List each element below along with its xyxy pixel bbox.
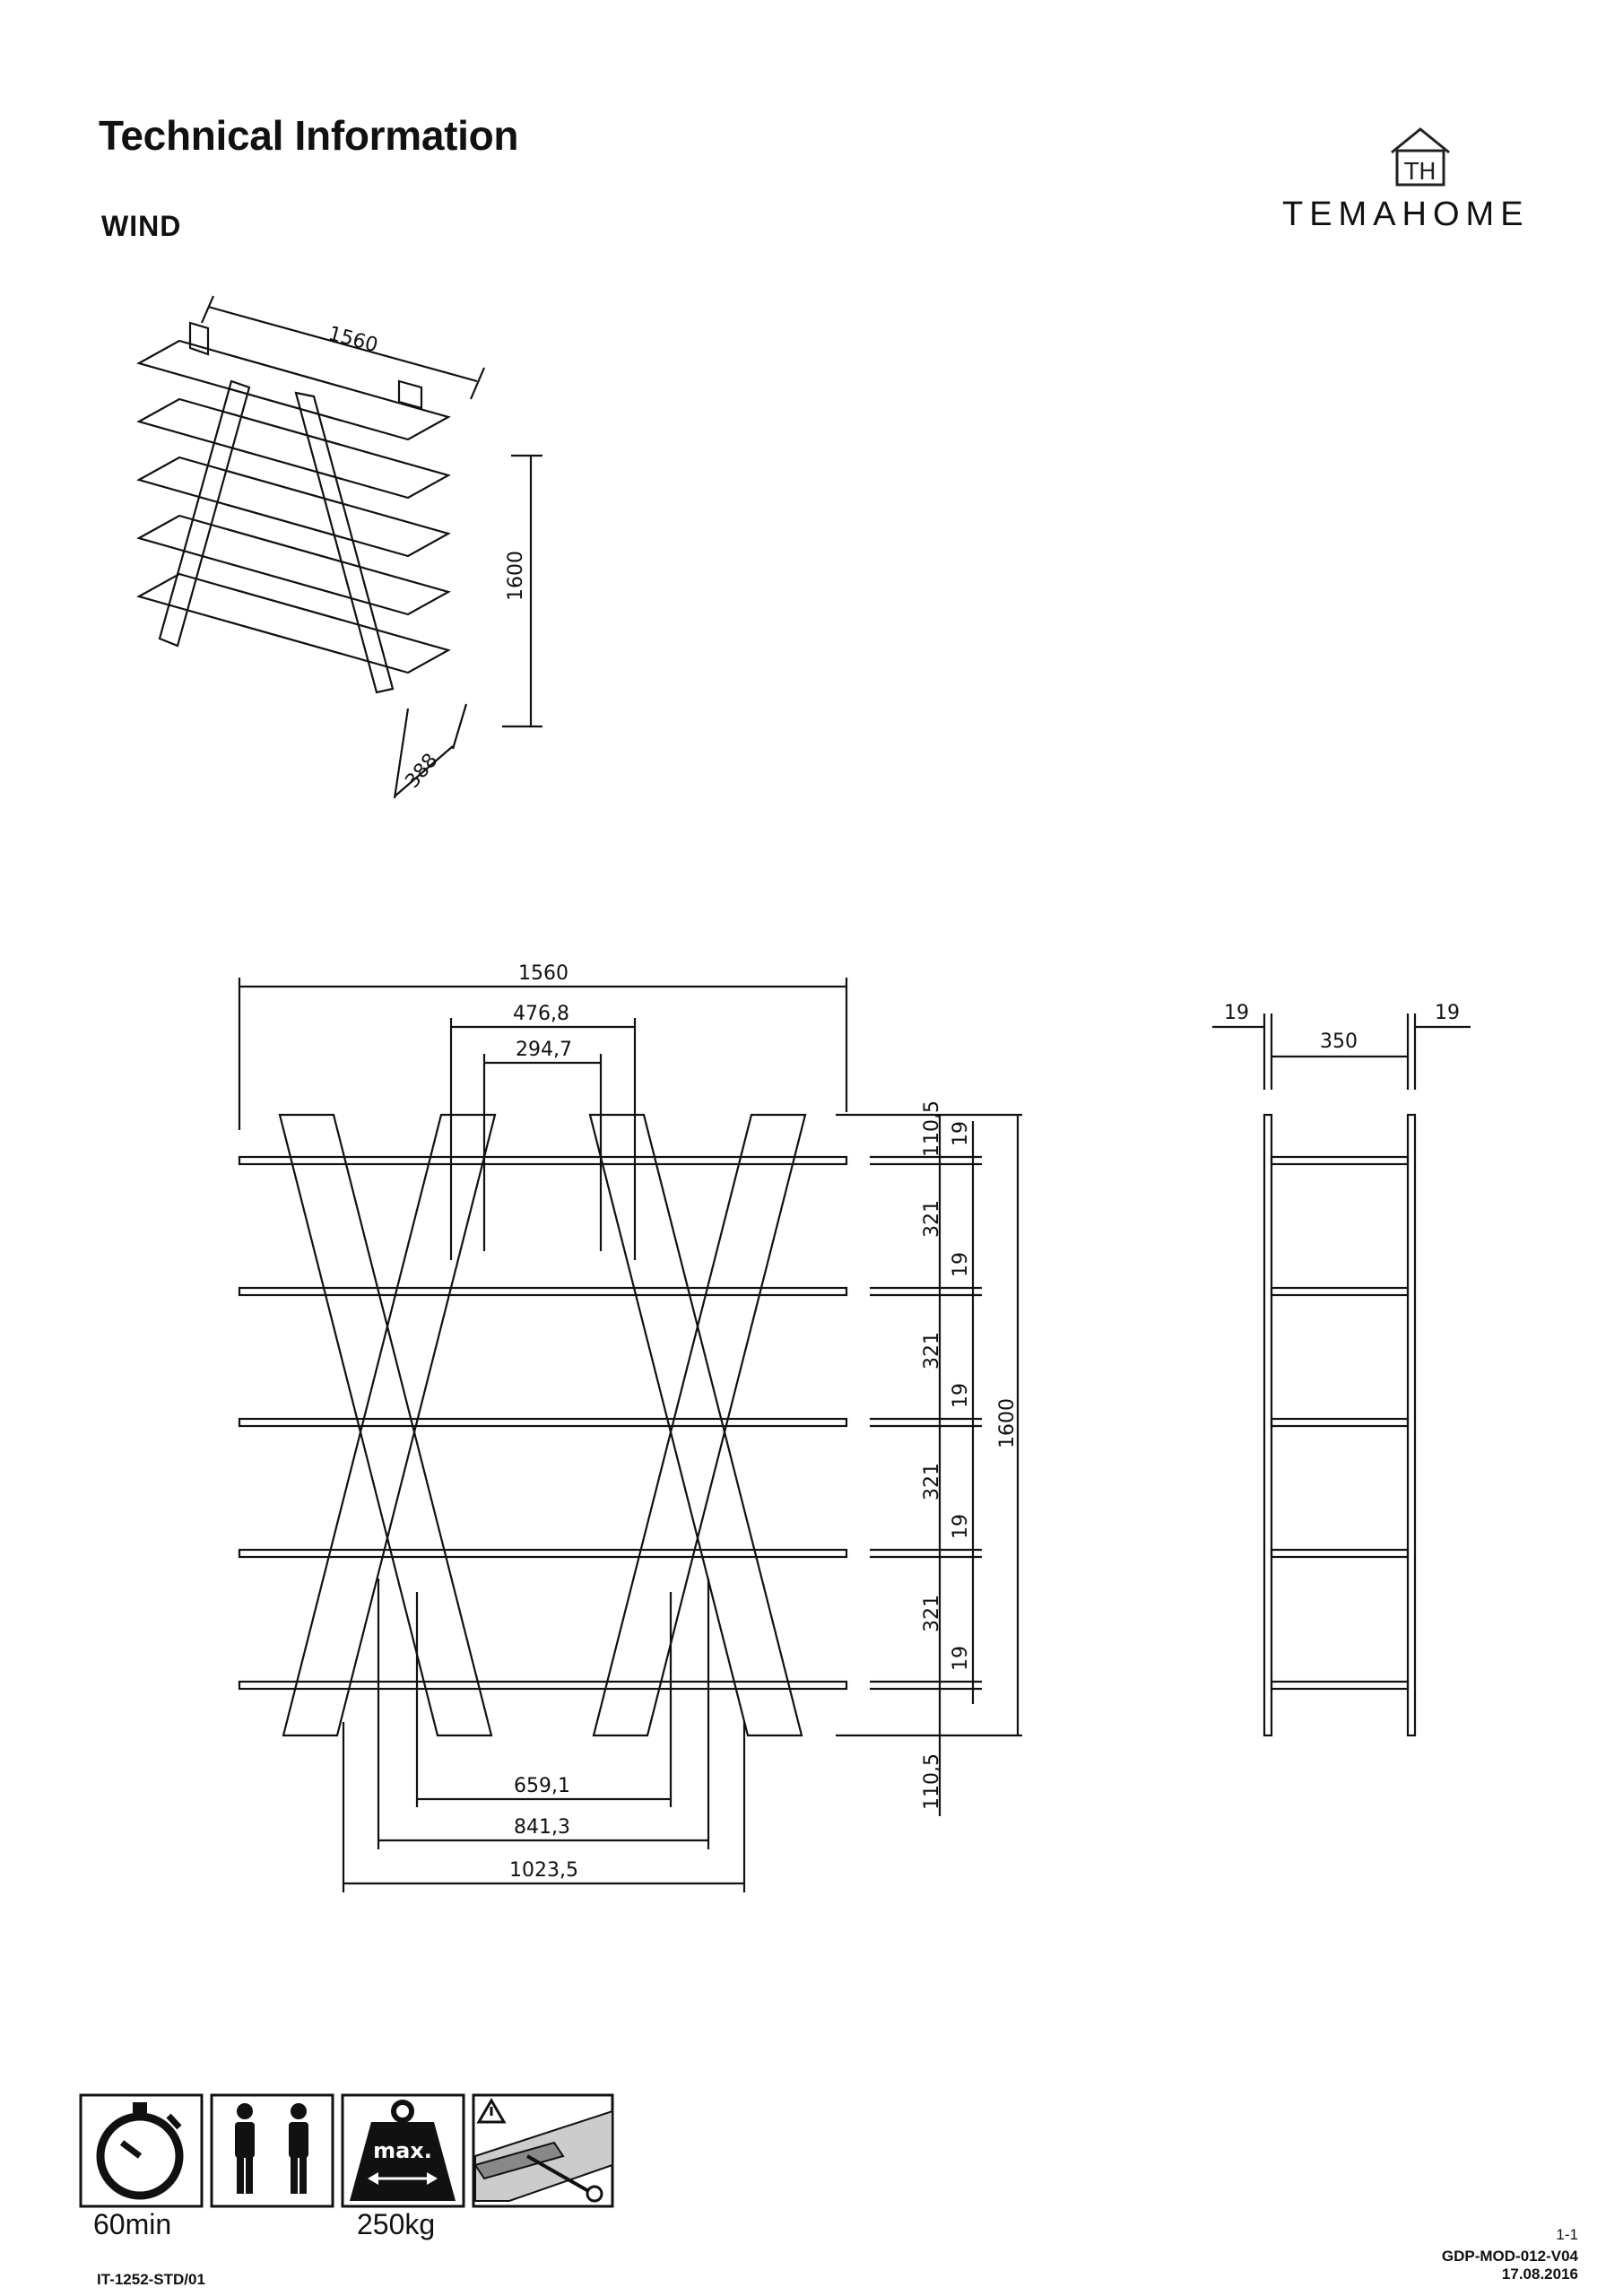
article-code: IT-1252-STD/01	[97, 2271, 205, 2288]
front-shelf-thickness-label-1: 19	[950, 1121, 972, 1146]
weight-max-label: max.	[373, 2138, 432, 2163]
side-view	[1212, 1013, 1471, 1737]
front-outer-top-span-label: 476,8	[513, 1003, 569, 1025]
side-depth-label: 350	[1320, 1031, 1358, 1053]
front-shelf-gap-label-1: 321	[921, 1200, 943, 1238]
front-shelf-thickness-label-5: 19	[950, 1646, 972, 1671]
document-info: GDP-MOD-012-V04 17.08.2016	[1442, 2248, 1578, 2283]
front-shelf-gap-label-2: 321	[921, 1332, 943, 1370]
assembly-time-label: 60min	[93, 2208, 172, 2240]
temahome-logo-icon: TH	[1391, 127, 1450, 187]
logo-letters: TH	[1403, 159, 1436, 186]
front-total-width-label: 1560	[518, 962, 568, 985]
document-date: 17.08.2016	[1501, 2266, 1578, 2283]
dimension-labels: 1560 1600 388 1560 476,8 294,7 659,1 841…	[325, 323, 1460, 1882]
front-shelf-thickness-label-3: 19	[950, 1383, 972, 1408]
stopwatch-icon	[96, 2102, 184, 2200]
iso-width-label: 1560	[325, 323, 380, 358]
weight-icon: max.	[350, 2100, 456, 2201]
product-name: WIND	[101, 210, 182, 242]
brand-name: TEMAHOME	[1282, 196, 1530, 233]
front-bottom-inner-label: 659,1	[514, 1775, 570, 1797]
front-view	[238, 978, 1022, 1892]
document-code: GDP-MOD-012-V04	[1441, 2248, 1578, 2265]
side-left-thickness-label: 19	[1224, 1002, 1249, 1024]
assembly-icons: max.	[79, 2093, 614, 2208]
two-persons-icon	[235, 2103, 308, 2194]
side-right-thickness-label: 19	[1435, 1002, 1460, 1024]
isometric-view	[136, 295, 542, 799]
wall-fixing-warning-icon	[473, 2098, 613, 2203]
front-bottom-offset-label: 110,5	[921, 1753, 943, 1810]
technical-drawing: 1560 1600 388 1560 476,8 294,7 659,1 841…	[136, 295, 1471, 1892]
front-shelf-thickness-label-2: 19	[950, 1252, 972, 1277]
front-inner-top-span-label: 294,7	[516, 1039, 572, 1061]
max-load-label: 250kg	[357, 2208, 436, 2240]
front-top-offset-label: 110,5	[921, 1100, 943, 1157]
front-shelf-thickness-label-4: 19	[950, 1514, 972, 1539]
iso-height-label: 1600	[505, 551, 527, 601]
page-title: Technical Information	[99, 112, 519, 159]
front-shelf-gap-label-4: 321	[921, 1595, 943, 1632]
page-number: 1-1	[1556, 2226, 1578, 2243]
front-bottom-mid-label: 841,3	[514, 1816, 570, 1839]
front-bottom-outer-label: 1023,5	[509, 1859, 578, 1882]
front-total-height-label: 1600	[996, 1398, 1019, 1448]
front-shelf-gap-label-3: 321	[921, 1463, 943, 1500]
